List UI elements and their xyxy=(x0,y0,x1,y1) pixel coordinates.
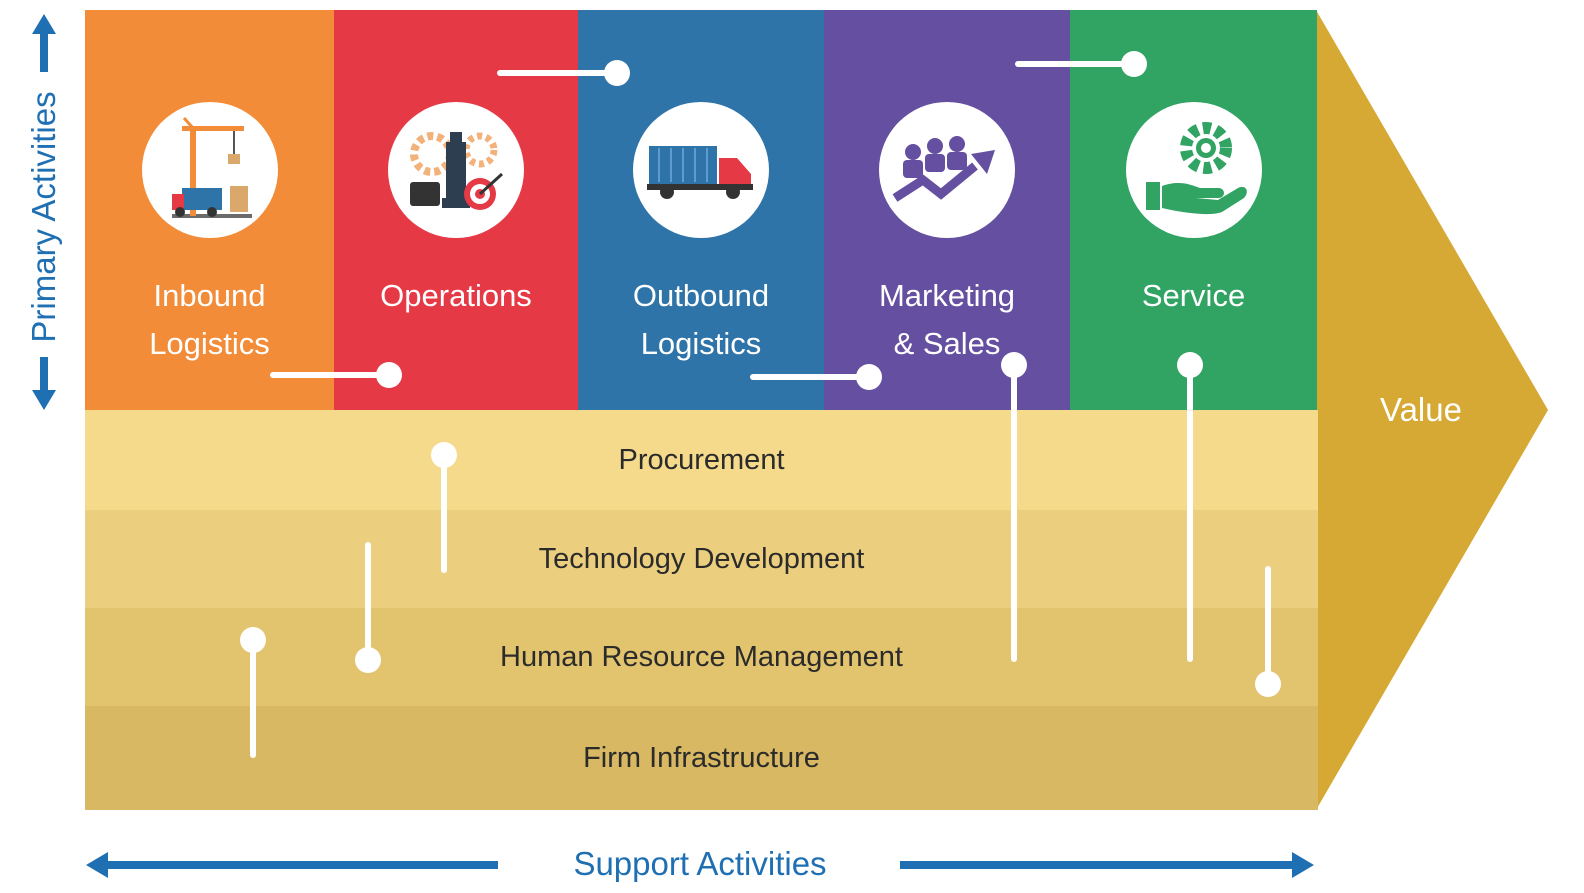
outbound-logistics-label: Outbound Logistics xyxy=(632,278,770,361)
primary-column-inbound-logistics: Inbound Logistics xyxy=(85,10,334,410)
primary-activities-label: Primary Activities xyxy=(25,91,62,343)
inbound-logistics-label: Inbound Logistics xyxy=(149,278,270,361)
support-activities-axis: Support Activities xyxy=(84,838,1316,890)
gears-chess-target-icon xyxy=(410,132,504,210)
inbound-logistics-icon-circle xyxy=(141,102,278,238)
technology-development-label: Technology Development xyxy=(538,542,865,575)
crane-truck-icon xyxy=(171,116,252,218)
growth-people-arrow-icon xyxy=(892,136,995,202)
support-band-technology-development: Technology Development xyxy=(85,510,1318,608)
value-label: Value xyxy=(1380,391,1462,428)
primary-column-service: Service xyxy=(1070,10,1317,410)
vertical-double-arrow-icon xyxy=(32,14,56,410)
hand-gear-icon xyxy=(1145,122,1247,215)
support-band-firm-infrastructure: Firm Infrastructure xyxy=(85,706,1318,810)
support-activities-label: Support Activities xyxy=(573,845,827,882)
firm-infrastructure-label: Firm Infrastructure xyxy=(583,741,820,774)
marketing-sales-label: Marketing & Sales xyxy=(878,278,1016,361)
procurement-label: Procurement xyxy=(618,443,785,476)
value-arrow: Value xyxy=(1316,10,1551,810)
operations-icon-circle xyxy=(388,102,524,238)
support-band-human-resource-management: Human Resource Management xyxy=(85,608,1318,706)
horizontal-double-arrow-icon xyxy=(86,852,1314,878)
delivery-truck-icon xyxy=(647,146,753,199)
human-resource-management-label: Human Resource Management xyxy=(500,640,903,673)
primary-column-operations: Operations xyxy=(334,10,578,410)
primary-column-marketing-sales: Marketing & Sales xyxy=(824,10,1070,410)
support-band-procurement: Procurement xyxy=(85,410,1318,510)
service-label: Service xyxy=(1141,278,1246,313)
operations-label: Operations xyxy=(380,278,532,313)
primary-activities-axis: Primary Activities xyxy=(20,12,68,412)
marketing-sales-icon-circle xyxy=(879,102,1015,238)
service-icon-circle xyxy=(1125,102,1262,238)
outbound-logistics-icon-circle xyxy=(633,102,769,238)
